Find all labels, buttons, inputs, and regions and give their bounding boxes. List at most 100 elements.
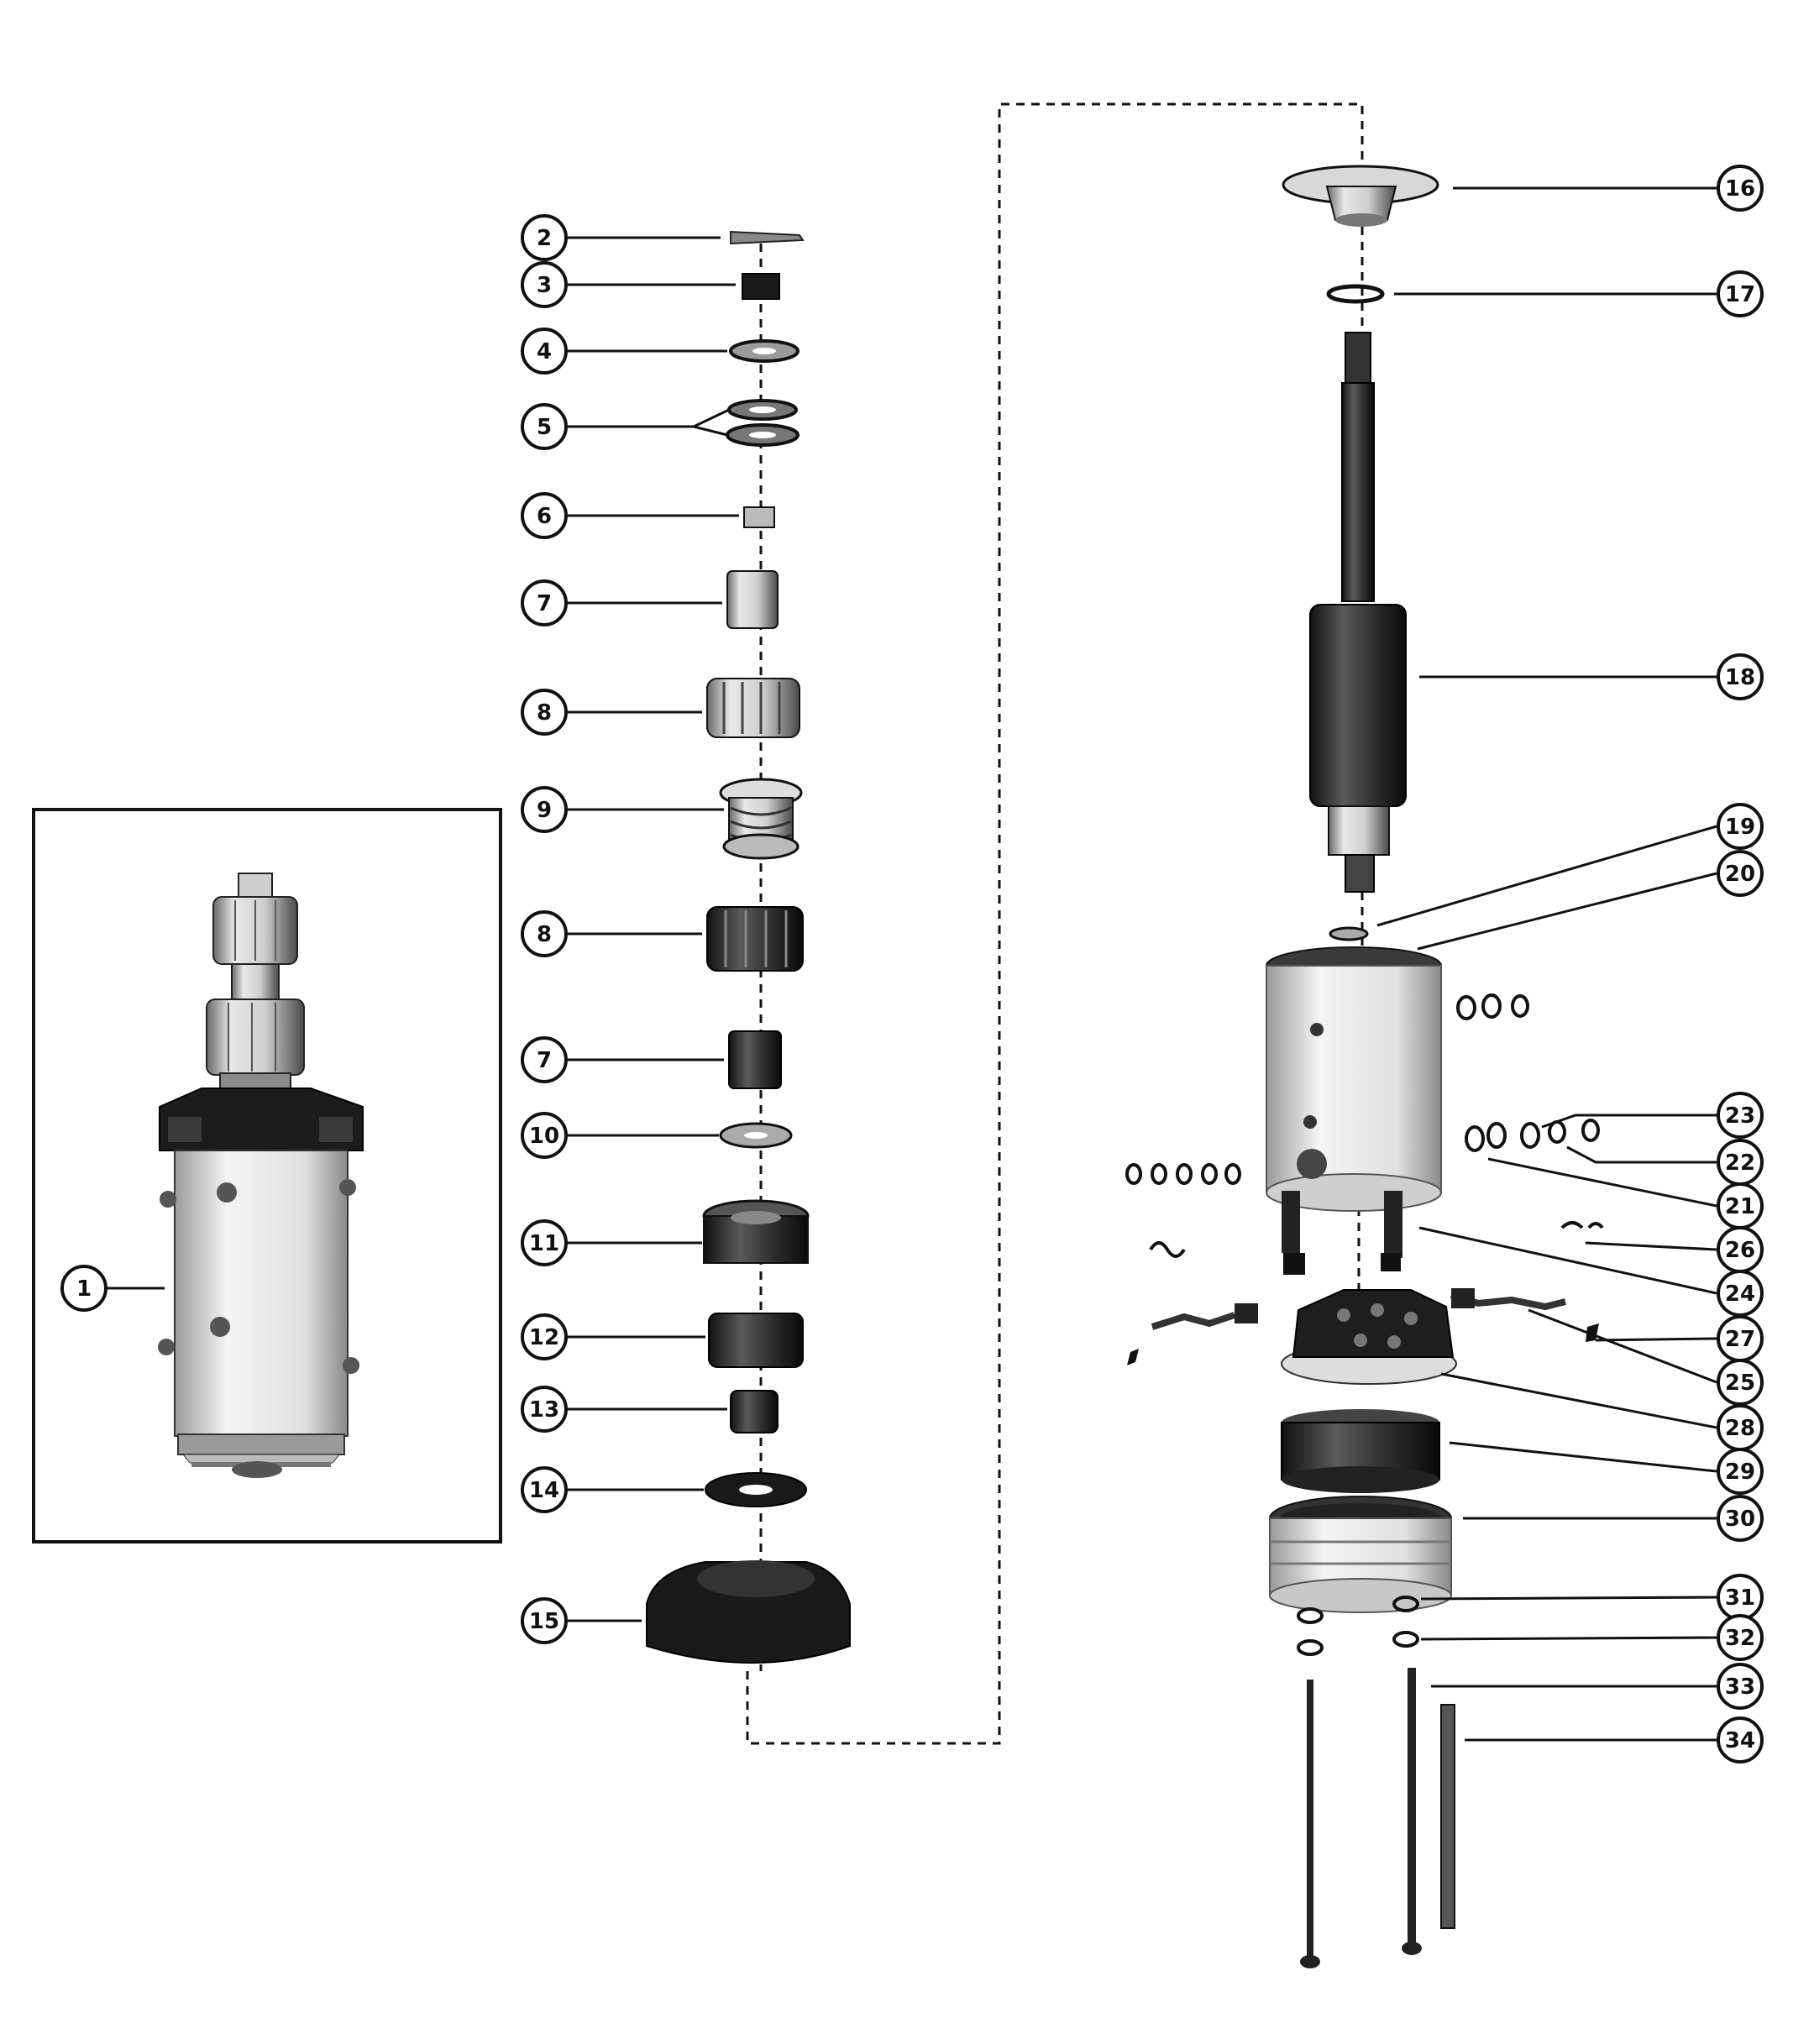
callout-label: 6 bbox=[537, 504, 552, 529]
callout-34: 34 bbox=[1717, 1716, 1764, 1764]
callout-label: 9 bbox=[537, 798, 552, 823]
callout-21: 21 bbox=[1717, 1182, 1764, 1229]
callout-13: 13 bbox=[521, 1386, 568, 1433]
callout-circle bbox=[1717, 165, 1764, 212]
callout-label: 7 bbox=[537, 1048, 552, 1073]
callout-8: 8 bbox=[521, 910, 568, 957]
callout-31: 31 bbox=[1717, 1574, 1764, 1621]
callout-25: 25 bbox=[1717, 1359, 1764, 1406]
callout-label: 1 bbox=[76, 1276, 92, 1302]
callout-circle bbox=[1717, 1495, 1764, 1542]
callout-2: 2 bbox=[521, 214, 568, 261]
callout-label: 21 bbox=[1725, 1194, 1755, 1219]
callout-3: 3 bbox=[521, 261, 568, 308]
callout-circle bbox=[521, 1112, 568, 1159]
callout-23: 23 bbox=[1717, 1092, 1764, 1139]
callout-circle bbox=[521, 403, 568, 450]
callout-label: 29 bbox=[1725, 1460, 1755, 1485]
callout-circle bbox=[1717, 1448, 1764, 1495]
callout-circle bbox=[1717, 1614, 1764, 1661]
callout-10: 10 bbox=[521, 1112, 568, 1159]
callout-circle bbox=[521, 1313, 568, 1360]
callout-label: 20 bbox=[1725, 862, 1755, 887]
callout-20: 20 bbox=[1717, 850, 1764, 897]
callout-label: 34 bbox=[1725, 1728, 1755, 1753]
right-parts bbox=[1125, 165, 1604, 1968]
callout-circle bbox=[521, 328, 568, 375]
callout-label: 16 bbox=[1725, 176, 1755, 202]
callout-9: 9 bbox=[521, 786, 568, 833]
callout-16: 16 bbox=[1717, 165, 1764, 212]
callout-label: 14 bbox=[529, 1478, 559, 1503]
callout-circle bbox=[1717, 1663, 1764, 1710]
callout-15: 15 bbox=[521, 1597, 568, 1644]
callout-6: 6 bbox=[521, 492, 568, 539]
callout-bubbles: 1234567898710111213141516171819202322212… bbox=[60, 165, 1764, 1764]
callout-label: 11 bbox=[529, 1231, 559, 1256]
callout-7: 7 bbox=[521, 579, 568, 626]
callout-circle bbox=[521, 579, 568, 626]
callout-circle bbox=[521, 492, 568, 539]
callout-circle bbox=[521, 214, 568, 261]
callout-33: 33 bbox=[1717, 1663, 1764, 1710]
callout-label: 15 bbox=[529, 1609, 559, 1634]
callout-label: 7 bbox=[537, 591, 552, 616]
callout-17: 17 bbox=[1717, 270, 1764, 317]
callout-circle bbox=[521, 689, 568, 736]
callout-18: 18 bbox=[1717, 653, 1764, 700]
callout-26: 26 bbox=[1717, 1226, 1764, 1273]
callout-label: 26 bbox=[1725, 1238, 1755, 1263]
callout-label: 19 bbox=[1725, 815, 1755, 840]
callout-circle bbox=[521, 910, 568, 957]
assembly-inset bbox=[32, 808, 502, 1543]
nuts-left bbox=[1125, 1163, 1241, 1185]
callout-label: 4 bbox=[537, 339, 552, 364]
callout-label: 27 bbox=[1725, 1327, 1755, 1352]
callout-30: 30 bbox=[1717, 1495, 1764, 1542]
callout-circle bbox=[521, 786, 568, 833]
callout-label: 10 bbox=[529, 1124, 559, 1149]
callout-label: 5 bbox=[537, 415, 552, 440]
callout-4: 4 bbox=[521, 328, 568, 375]
callout-label: 18 bbox=[1725, 665, 1755, 690]
callout-label: 13 bbox=[529, 1397, 559, 1423]
callout-circle bbox=[1717, 850, 1764, 897]
callout-circle bbox=[521, 1466, 568, 1513]
callout-label: 31 bbox=[1725, 1585, 1755, 1611]
callout-label: 17 bbox=[1725, 282, 1755, 307]
callout-1: 1 bbox=[60, 1265, 107, 1312]
callout-label: 22 bbox=[1725, 1150, 1755, 1176]
callout-circle bbox=[60, 1265, 107, 1312]
callout-label: 28 bbox=[1725, 1416, 1755, 1441]
callout-24: 24 bbox=[1717, 1270, 1764, 1317]
callout-label: 33 bbox=[1725, 1675, 1755, 1700]
callout-label: 3 bbox=[537, 273, 552, 298]
callout-label: 30 bbox=[1725, 1507, 1755, 1532]
nuts-right bbox=[1456, 993, 1600, 1152]
callout-27: 27 bbox=[1717, 1315, 1764, 1362]
callout-label: 2 bbox=[537, 226, 552, 251]
callout-circle bbox=[521, 261, 568, 308]
callout-32: 32 bbox=[1717, 1614, 1764, 1661]
callout-circle bbox=[521, 1036, 568, 1083]
callout-8: 8 bbox=[521, 689, 568, 736]
callout-circle bbox=[1717, 1092, 1764, 1139]
callout-circle bbox=[521, 1386, 568, 1433]
callout-circle bbox=[521, 1597, 568, 1644]
callout-29: 29 bbox=[1717, 1448, 1764, 1495]
callout-7: 7 bbox=[521, 1036, 568, 1083]
callout-label: 24 bbox=[1725, 1281, 1755, 1307]
callout-label: 8 bbox=[537, 922, 552, 947]
callout-label: 25 bbox=[1725, 1371, 1755, 1396]
callout-12: 12 bbox=[521, 1313, 568, 1360]
callout-14: 14 bbox=[521, 1466, 568, 1513]
callout-circle bbox=[1717, 803, 1764, 850]
callout-28: 28 bbox=[1717, 1404, 1764, 1451]
callout-label: 23 bbox=[1725, 1103, 1755, 1129]
callout-label: 8 bbox=[537, 700, 552, 726]
callout-11: 11 bbox=[521, 1219, 568, 1266]
callout-circle bbox=[1717, 270, 1764, 317]
callout-circle bbox=[1717, 1716, 1764, 1764]
leader-lines bbox=[568, 186, 1717, 1742]
